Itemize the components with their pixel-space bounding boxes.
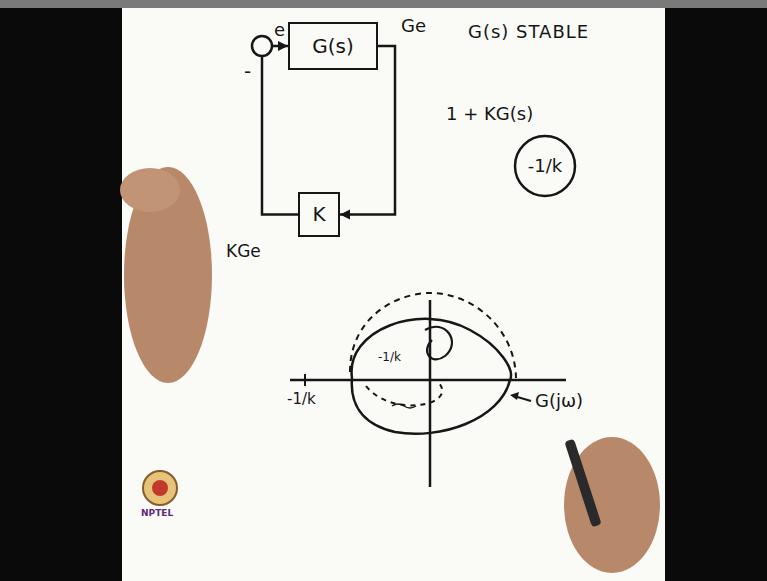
feedback-signal: KGe — [226, 242, 261, 262]
summing-junction — [252, 36, 272, 56]
transfer-block: G(s) — [288, 22, 378, 70]
node-text: K — [312, 203, 325, 226]
real-axis — [290, 379, 566, 382]
gain-block: K — [298, 192, 340, 237]
nyquist-curve-label: G(jω) — [535, 391, 583, 412]
axis-tick — [304, 374, 306, 386]
nptel-logo-center — [152, 480, 168, 496]
nyquist-inner-loop — [425, 327, 452, 360]
watermark: NPTEL — [141, 508, 173, 518]
output-signal: Ge — [401, 16, 426, 37]
top-strip — [0, 0, 767, 8]
signal-line — [262, 41, 298, 215]
nyquist-curve — [352, 319, 511, 434]
critical-point-circle: -1/k — [513, 134, 577, 198]
dashed-scaled-curve — [350, 293, 516, 378]
paper-sheet — [122, 8, 665, 581]
pen — [564, 439, 601, 528]
leader-arrowhead — [510, 392, 519, 400]
critical-point-label: -1/k — [378, 351, 401, 365]
node-text: -1/k — [528, 156, 562, 177]
critical-point-label: -1/k — [287, 391, 316, 408]
error-signal: e — [274, 20, 285, 41]
finger-left — [120, 168, 180, 212]
node-text: G(s) — [312, 35, 354, 58]
minus-sign: - — [244, 60, 251, 83]
hand-right — [564, 437, 660, 573]
characteristic-equation: 1 + KG(s) — [446, 104, 533, 125]
scribble-mark — [392, 404, 416, 408]
stability-note: G(s) STABLE — [468, 22, 589, 43]
dashed-inner-curve — [366, 382, 442, 405]
signal-line — [340, 46, 395, 220]
nptel-logo — [143, 471, 177, 505]
